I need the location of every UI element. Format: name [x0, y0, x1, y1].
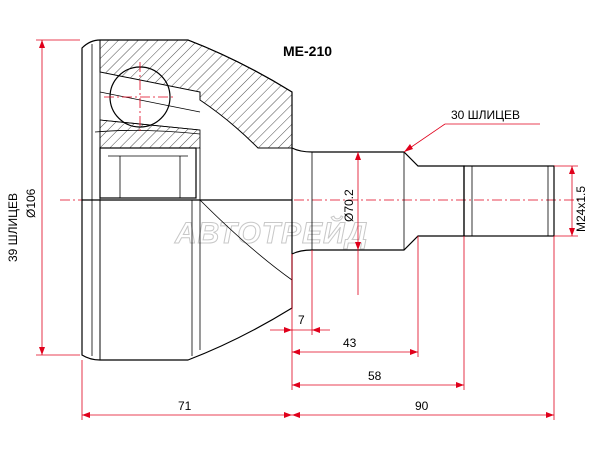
dimension-90-label: 90	[415, 399, 429, 413]
shaft	[291, 147, 555, 255]
shaft-diameter-label: Ø70.2	[342, 189, 356, 222]
dimension-58-label: 58	[368, 369, 382, 383]
dimension-lines	[36, 39, 578, 420]
inner-splines-label: 30 ШЛИЦЕВ	[451, 108, 520, 122]
dimension-43-label: 43	[343, 336, 357, 350]
outer-splines-label: 39 ШЛИЦЕВ	[6, 193, 20, 262]
dimension-71-label: 71	[178, 399, 192, 413]
watermark-text: АВТОТРЕЙД	[174, 215, 368, 250]
outer-diameter-label: Ø106	[24, 188, 38, 218]
thread-label: M24x1.5	[574, 186, 588, 232]
cv-joint-body	[81, 39, 293, 361]
part-number-title: ME-210	[283, 43, 332, 59]
dimension-7-label: 7	[298, 313, 305, 327]
